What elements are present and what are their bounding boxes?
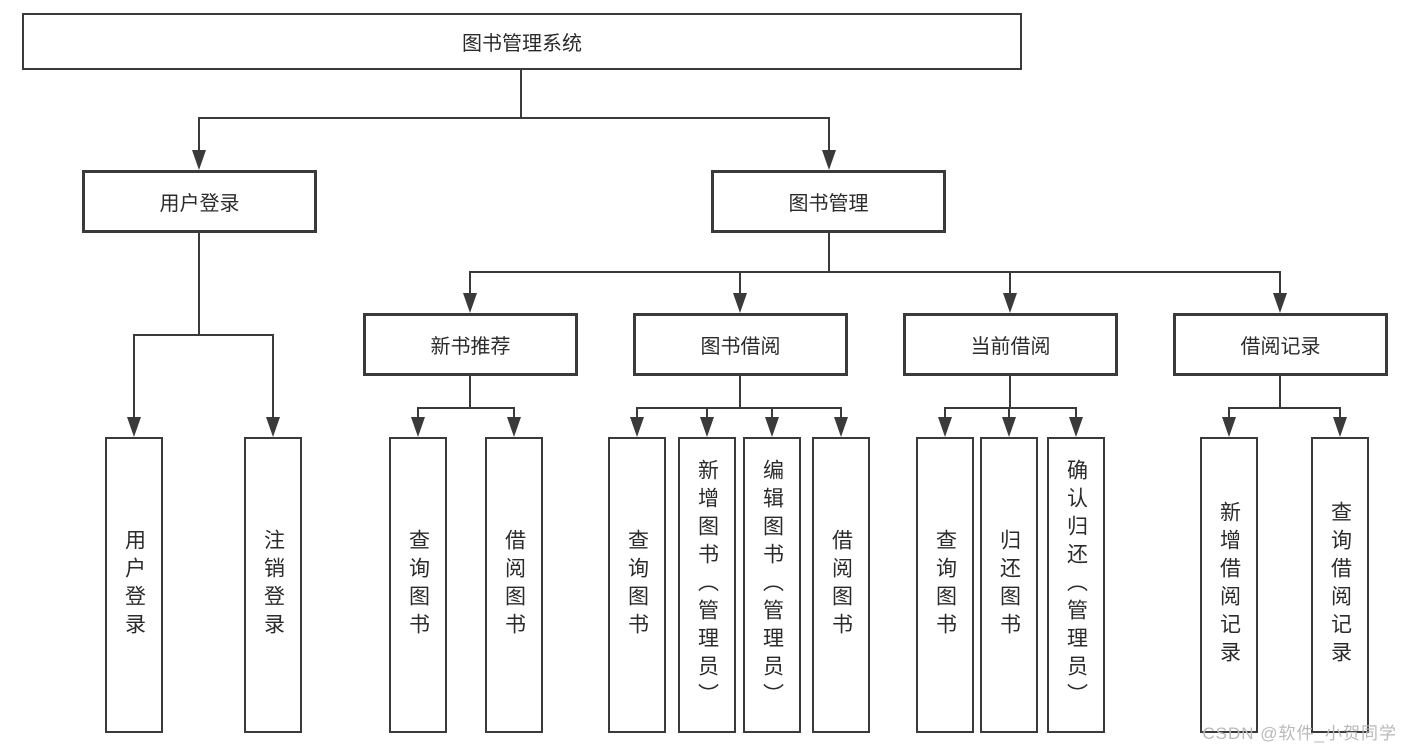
edge-split-line xyxy=(198,117,830,119)
edge-drop xyxy=(706,408,708,421)
edge-split-line xyxy=(944,407,1077,409)
leaf-label: 查询借阅记录 xyxy=(1328,501,1352,669)
csdn-watermark: CSDN @软件_小贺同学 xyxy=(1202,724,1397,743)
arrow-down-icon xyxy=(765,417,779,437)
node-new-book-recommendation: 新书推荐 xyxy=(363,313,578,376)
node-current-borrowing: 当前借阅 xyxy=(903,313,1118,376)
leaf-return-books: 归还图书 xyxy=(980,437,1038,733)
edge-split-line xyxy=(133,334,274,336)
arrow-down-icon xyxy=(938,417,952,437)
edge-drop xyxy=(828,118,830,154)
leaf-label: 用户登录 xyxy=(122,529,146,641)
leaf-label: 注销登录 xyxy=(261,529,285,641)
edge-drop xyxy=(636,408,638,421)
node-label: 当前借阅 xyxy=(970,336,1051,358)
edge-drop xyxy=(417,408,419,421)
leaf-label: 查询图书 xyxy=(933,529,957,641)
arrow-down-icon xyxy=(1069,417,1083,437)
leaf-query-books-recommend: 查询图书 xyxy=(389,437,447,733)
leaf-label: 查询图书 xyxy=(625,529,649,641)
arrow-down-icon xyxy=(630,417,644,437)
node-book-borrowing: 图书借阅 xyxy=(633,313,848,376)
node-label: 图书管理 xyxy=(788,193,869,215)
edge-stem xyxy=(198,233,200,335)
leaf-label: 借阅图书 xyxy=(829,529,853,641)
edge-drop xyxy=(1008,408,1010,421)
node-library-management-system: 图书管理系统 xyxy=(22,13,1022,70)
edge-split-line xyxy=(636,407,842,409)
arrow-down-icon xyxy=(834,417,848,437)
leaf-label: 新增借阅记录 xyxy=(1217,501,1241,669)
leaf-label: 归还图书 xyxy=(997,529,1021,641)
node-label: 新书推荐 xyxy=(430,336,511,358)
leaf-borrow-books: 借阅图书 xyxy=(812,437,870,733)
node-label: 图书管理系统 xyxy=(462,33,582,55)
arrow-down-icon xyxy=(266,417,280,437)
edge-drop xyxy=(739,272,741,297)
arrow-down-icon xyxy=(411,417,425,437)
leaf-query-books-borrow: 查询图书 xyxy=(608,437,666,733)
arrow-down-icon xyxy=(1003,293,1017,313)
leaf-query-borrow-record: 查询借阅记录 xyxy=(1311,437,1369,733)
leaf-confirm-return-admin: 确认归还（管理员） xyxy=(1047,437,1105,733)
edge-drop xyxy=(1279,272,1281,297)
edge-split-line xyxy=(1228,407,1341,409)
leaf-borrow-books-recommend: 借阅图书 xyxy=(485,437,543,733)
edge-stem xyxy=(828,233,830,272)
leaf-label: 借阅图书 xyxy=(502,529,526,641)
node-borrowing-records: 借阅记录 xyxy=(1173,313,1388,376)
arrow-down-icon xyxy=(463,293,477,313)
arrow-down-icon xyxy=(1333,417,1347,437)
node-label: 图书借阅 xyxy=(700,336,781,358)
edge-drop xyxy=(198,118,200,154)
edge-drop xyxy=(944,408,946,421)
node-label: 用户登录 xyxy=(159,193,240,215)
arrow-down-icon xyxy=(1002,417,1016,437)
edge-split-line xyxy=(417,407,515,409)
arrow-down-icon xyxy=(192,150,206,170)
edge-stem xyxy=(1009,376,1011,408)
edge-drop xyxy=(1009,272,1011,297)
edge-drop xyxy=(840,408,842,421)
leaf-add-borrow-record: 新增借阅记录 xyxy=(1200,437,1258,733)
leaf-logout: 注销登录 xyxy=(244,437,302,733)
arrow-down-icon xyxy=(1222,417,1236,437)
arrow-down-icon xyxy=(733,293,747,313)
node-book-management: 图书管理 xyxy=(711,170,946,233)
leaf-add-books-admin: 新增图书（管理员） xyxy=(678,437,736,733)
node-label: 借阅记录 xyxy=(1240,336,1321,358)
edge-drop xyxy=(272,335,274,421)
leaf-label: 查询图书 xyxy=(406,529,430,641)
arrow-down-icon xyxy=(822,150,836,170)
edge-drop xyxy=(133,335,135,421)
edge-drop xyxy=(1075,408,1077,421)
arrow-down-icon xyxy=(700,417,714,437)
edge-drop xyxy=(771,408,773,421)
edge-stem xyxy=(469,376,471,408)
leaf-label: 新增图书（管理员） xyxy=(695,459,719,711)
edge-split-line xyxy=(469,271,1281,273)
leaf-edit-books-admin: 编辑图书（管理员） xyxy=(743,437,801,733)
leaf-label: 编辑图书（管理员） xyxy=(760,459,784,711)
leaf-label: 确认归还（管理员） xyxy=(1064,459,1088,711)
arrow-down-icon xyxy=(507,417,521,437)
edge-stem xyxy=(520,70,522,118)
arrow-down-icon xyxy=(1273,293,1287,313)
node-user-login: 用户登录 xyxy=(82,170,317,233)
edge-stem xyxy=(1279,376,1281,408)
edge-drop xyxy=(1228,408,1230,421)
edge-drop xyxy=(513,408,515,421)
arrow-down-icon xyxy=(127,417,141,437)
leaf-user-login: 用户登录 xyxy=(105,437,163,733)
edge-drop xyxy=(1339,408,1341,421)
leaf-query-books-current: 查询图书 xyxy=(916,437,974,733)
edge-drop xyxy=(469,272,471,297)
edge-stem xyxy=(739,376,741,408)
